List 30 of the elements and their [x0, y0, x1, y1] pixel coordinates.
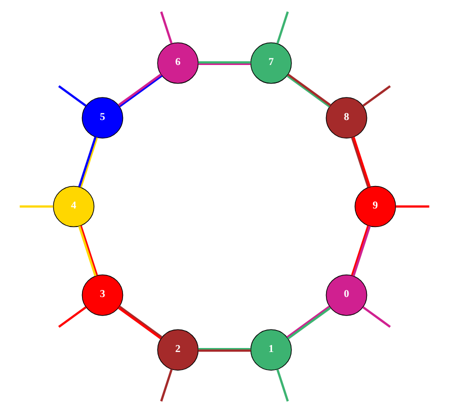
connector	[286, 306, 331, 340]
node-circle: 5	[82, 97, 124, 139]
node-circle: 4	[53, 186, 94, 228]
connector	[362, 306, 391, 328]
connector	[198, 348, 251, 352]
connector	[118, 306, 162, 340]
connector	[160, 11, 173, 44]
connector	[118, 73, 163, 108]
connector	[276, 11, 289, 44]
node-circle: 1	[250, 329, 292, 371]
node-circle: 8	[326, 97, 368, 139]
connector	[20, 205, 54, 208]
connector	[286, 74, 332, 108]
node-circle: 7	[250, 42, 292, 84]
connector	[198, 61, 251, 65]
connector	[396, 205, 430, 208]
connector	[362, 85, 391, 107]
node-circle: 2	[157, 329, 199, 371]
connector	[160, 369, 173, 402]
connector	[276, 369, 289, 402]
node-circle: 6	[157, 42, 199, 84]
connector	[78, 225, 98, 276]
connector	[351, 136, 371, 188]
node-circle: 3	[82, 274, 124, 316]
connector	[78, 136, 98, 188]
connector	[351, 225, 371, 276]
node-circle: 9	[354, 186, 396, 228]
node-circle: 0	[326, 274, 368, 316]
connector	[58, 306, 87, 328]
connector	[58, 85, 87, 107]
